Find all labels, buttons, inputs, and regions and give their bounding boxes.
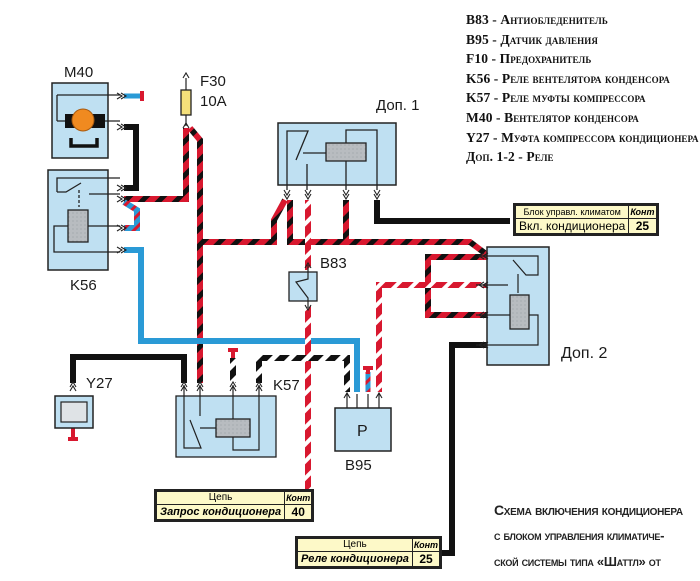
b95-pressure-sensor[interactable]: P B95 [334, 394, 392, 474]
wire-bw-k57-b95 [256, 355, 350, 392]
b95-symbol: P [357, 423, 368, 440]
f30-label: F30 [200, 73, 226, 90]
wire-black-y27-k57 [70, 354, 187, 383]
component-legend: B83 - Антиобледенитель B95 - Датчик давл… [466, 10, 699, 167]
dop2-coil [509, 294, 530, 330]
m40-label: M40 [64, 64, 93, 81]
legend-item: K56 - Реле вентелятора конденсора [466, 70, 670, 86]
legend-item: F10 - Предохранитель [466, 51, 592, 67]
connector-header: Цепь [297, 538, 413, 552]
k56-relay[interactable]: K56 [47, 169, 120, 294]
k57-coil [215, 418, 251, 438]
y27-label: Y27 [86, 375, 113, 392]
dop1-label: Доп. 1 [376, 97, 419, 114]
connector-header: Цепь [155, 491, 286, 505]
connector-header: Блок управл. климатом [514, 205, 630, 219]
connector-circuit: Запрос кондиционера [155, 504, 286, 520]
connector-kont: Конт [284, 491, 313, 505]
connector-circuit: Вкл. кондиционера [514, 218, 630, 234]
dop2-relay[interactable]: Доп. 2 [476, 246, 607, 366]
ground-terminals [68, 91, 373, 441]
wire-rb-k56-f30 [124, 128, 189, 202]
f30-fuse[interactable]: F30 10A [180, 73, 227, 126]
wire-black-m40-k56 [124, 124, 139, 191]
connector-kont: Конт [628, 205, 657, 219]
k57-relay[interactable]: K57 [175, 377, 300, 458]
legend-item: B95 - Датчик давления [466, 31, 598, 47]
diagram-caption: Схема включения кондиционера с блоком уп… [494, 497, 683, 575]
k57-label: K57 [273, 377, 300, 394]
wire-rb-f30-main [187, 126, 203, 383]
k56-coil [67, 209, 89, 243]
connector-kont: Конт [411, 538, 441, 552]
motor-icon [71, 108, 95, 132]
wire-rw-dop2-b95 [376, 282, 490, 392]
connector-chevrons [69, 71, 489, 399]
connector-pin: 40 [284, 504, 313, 520]
caption-line: ской системы типа «Шаттл» от [494, 554, 661, 569]
f30-rating: 10A [200, 93, 227, 110]
wire-rw-b83-request [300, 305, 311, 509]
legend-item: M40 - Вентелятор конденсора [466, 109, 639, 125]
wire-rb-bus [200, 198, 492, 260]
legend-item: B83 - Антиобледенитель [466, 12, 608, 27]
b83-switch[interactable]: B83 [288, 255, 347, 308]
caption-line: Схема включения кондиционера [494, 502, 683, 518]
legend-item: K57 - Реле муфты компрессора [466, 90, 646, 106]
ground-y27-bottom [68, 437, 78, 441]
legend-item: Y27 - Муфта компрессора кондиционера [466, 129, 699, 145]
dop1-relay[interactable]: Доп. 1 [277, 97, 419, 190]
ground-m40 [140, 91, 144, 101]
k56-label: K56 [70, 277, 97, 294]
connector-pin: 25 [411, 551, 441, 567]
dop2-label: Доп. 2 [561, 345, 607, 362]
wire-black-dop2-relay [420, 342, 490, 556]
wire-bb-k56-jumper [122, 199, 140, 231]
connector-circuit: Реле кондиционера [297, 551, 413, 567]
legend-item: Доп. 1-2 - Реле [466, 149, 554, 165]
y27-clutch[interactable]: Y27 [54, 375, 113, 429]
b95-label: B95 [345, 457, 372, 474]
connector-pin: 25 [628, 218, 657, 234]
b83-label: B83 [320, 255, 347, 272]
wire-blue-k56-b95 [124, 247, 360, 392]
m40-fan-motor[interactable]: M40 [51, 64, 120, 159]
fuse-icon [180, 89, 192, 116]
dop1-coil [325, 142, 367, 162]
caption-line: с блоком управления климатиче- [494, 528, 665, 543]
wire-black-dop1-climate [374, 200, 510, 224]
